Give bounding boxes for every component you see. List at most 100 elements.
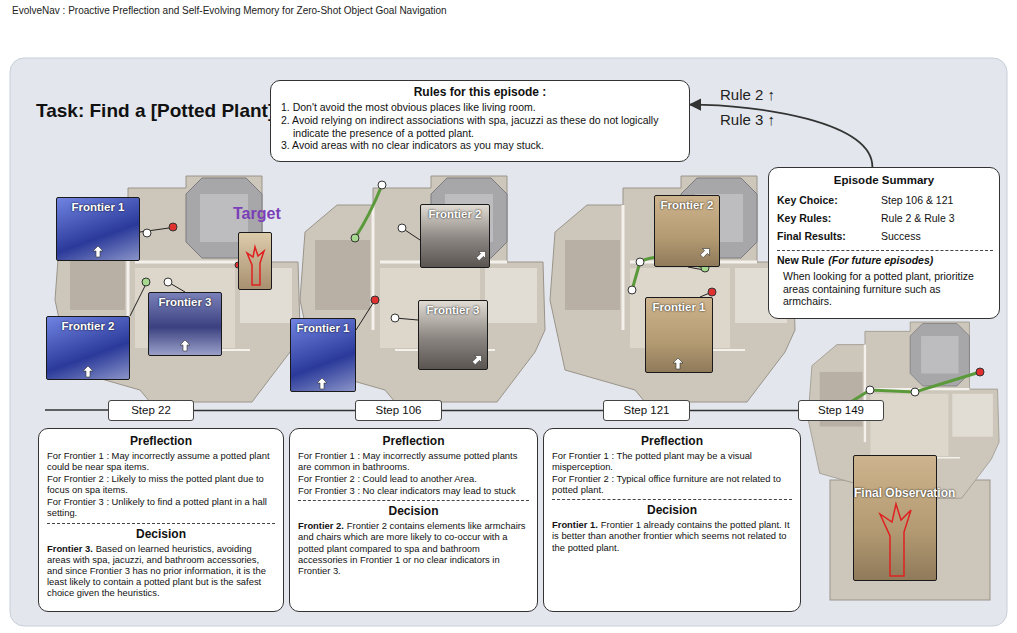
map-dot xyxy=(351,234,359,242)
node-text: Step 106 xyxy=(356,401,441,420)
frontier-image: Frontier 1 xyxy=(56,197,140,261)
node-text: Frontier 1 xyxy=(291,322,355,334)
direction-arrow xyxy=(180,340,190,351)
trajectory-path xyxy=(355,185,382,238)
map-dot xyxy=(164,278,172,286)
map-dot xyxy=(976,368,984,376)
node-text: New Rule xyxy=(777,254,824,266)
node-text: For Frontier 1 : May incorrectly assume … xyxy=(298,450,529,472)
direction-arrow xyxy=(698,245,713,260)
frontier-image: Frontier 2 xyxy=(420,204,490,268)
plant-outline xyxy=(247,247,911,576)
text-line: New Rule (For future episodes) xyxy=(777,250,993,266)
node-text: Frontier 2 xyxy=(47,320,129,332)
node-text: Decision xyxy=(298,500,529,518)
node-text: Step 149 xyxy=(799,401,883,420)
step-box: Step 121 xyxy=(603,400,690,421)
direction-arrow xyxy=(474,248,489,263)
step-box: Step 149 xyxy=(798,400,884,421)
title-text: Task: Find a [Potted Plant] xyxy=(36,100,274,122)
node-text: Episode Summary xyxy=(777,174,991,186)
node-text: Frontier 2 xyxy=(421,208,489,220)
node-text: Decision xyxy=(552,499,792,517)
rule-label: Rule 3 ↑ xyxy=(720,111,775,128)
node-text: Step 121 xyxy=(604,401,689,420)
node-text: For Frontier 2 : Likely to miss the pott… xyxy=(47,473,275,495)
node-text: Frontier 2 xyxy=(655,199,719,211)
text-line: Frontier 3.Based on learned heuristics, … xyxy=(47,543,275,598)
floor-plan-map xyxy=(550,176,795,402)
frontier-image: Frontier 2 xyxy=(654,195,720,267)
map-dot xyxy=(911,388,919,396)
timeline-segment xyxy=(442,410,603,412)
node-text: When looking for a potted plant, priorit… xyxy=(783,270,991,308)
node-text: Frontier 1 xyxy=(57,201,139,213)
node-text: For Frontier 1 : The potted plant may be… xyxy=(552,450,792,472)
node-text: (For future episodes) xyxy=(828,254,933,266)
map-dot xyxy=(398,224,406,232)
node-text: Final Results: xyxy=(777,230,846,242)
rules-box: Rules for this episode : 1. Don't avoid t… xyxy=(270,80,690,162)
node-text: Target xyxy=(233,205,281,223)
node-text: Decision xyxy=(47,523,275,541)
node-text: Frontier 3 xyxy=(149,296,221,308)
timeline-segment xyxy=(194,410,355,412)
node-text: Final Observation xyxy=(854,486,936,500)
leader-line xyxy=(356,300,375,330)
node-text: Step 22 xyxy=(109,401,193,420)
direction-arrow xyxy=(93,246,103,257)
timeline-segment xyxy=(690,410,798,412)
panel-background xyxy=(10,58,1007,626)
node-text: For Frontier 2 : Could lead to another A… xyxy=(298,473,529,484)
summary-box: Episode SummaryKey Choice: Step 106 & 121… xyxy=(768,167,1000,319)
node-text: Success xyxy=(881,230,921,242)
node-text: 2. Avoid relying on indirect association… xyxy=(279,114,681,140)
rule-update-arrow xyxy=(690,105,872,167)
frontier-image: Frontier 2 xyxy=(46,316,130,380)
direction-arrow xyxy=(673,358,683,369)
plant-outline xyxy=(247,247,264,285)
direction-arrow xyxy=(83,245,713,389)
step-box: Step 22 xyxy=(108,400,194,421)
map-dot xyxy=(628,286,636,294)
node-text: Preflection xyxy=(552,434,792,448)
direction-arrow xyxy=(470,352,485,367)
frontier-image: Frontier 1 xyxy=(645,297,713,373)
node-text: 1. Don't avoid the most obvious places l… xyxy=(279,101,681,114)
final-observation-image: Final Observation xyxy=(853,455,937,581)
node-text: For Frontier 1 : May incorrectly assume … xyxy=(47,450,275,472)
node-text: Frontier 1. xyxy=(552,519,598,530)
rule-label: Rule 2 ↑ xyxy=(720,86,775,103)
node-text: For Frontier 3 : No clear indicators may… xyxy=(298,485,529,496)
node-text: Preflection xyxy=(298,434,529,448)
node-text: Key Choice: xyxy=(777,194,838,206)
preflection-box: PreflectionFor Frontier 1 : May incorrec… xyxy=(38,428,284,612)
node-text: For Frontier 2 : Typical office furnitur… xyxy=(552,473,792,495)
map-dot xyxy=(378,181,386,189)
node-text: Key Rules: xyxy=(777,212,831,224)
preflection-box: PreflectionFor Frontier 1 : May incorrec… xyxy=(289,428,538,612)
preflection-box: PreflectionFor Frontier 1 : The potted p… xyxy=(543,428,801,612)
map-dot xyxy=(142,278,150,286)
frontier-image: Frontier 3 xyxy=(418,300,488,370)
node-text: Frontier 3 xyxy=(419,304,487,316)
node-text: Step 106 & 121 xyxy=(881,194,953,206)
map-dot xyxy=(143,229,151,237)
map-dot xyxy=(708,288,716,296)
node-text: 3. Avoid areas with no clear indicators … xyxy=(279,139,681,152)
map-dot xyxy=(866,386,874,394)
node-text: Rule 2 & Rule 3 xyxy=(881,212,955,224)
node-text: Frontier 3. xyxy=(47,543,93,554)
map-dot xyxy=(169,223,177,231)
node-text: Frontier 2. xyxy=(298,520,344,531)
text-line: Frontier 2.Frontier 2 contains elements … xyxy=(298,520,529,575)
text-line: Frontier 1.Frontier 1 already contains t… xyxy=(552,519,792,552)
direction-arrow xyxy=(317,378,327,389)
step-box: Step 106 xyxy=(355,400,442,421)
node-text: Rules for this episode : xyxy=(279,85,681,99)
leader-line xyxy=(130,284,146,316)
plant-outline xyxy=(880,504,911,576)
